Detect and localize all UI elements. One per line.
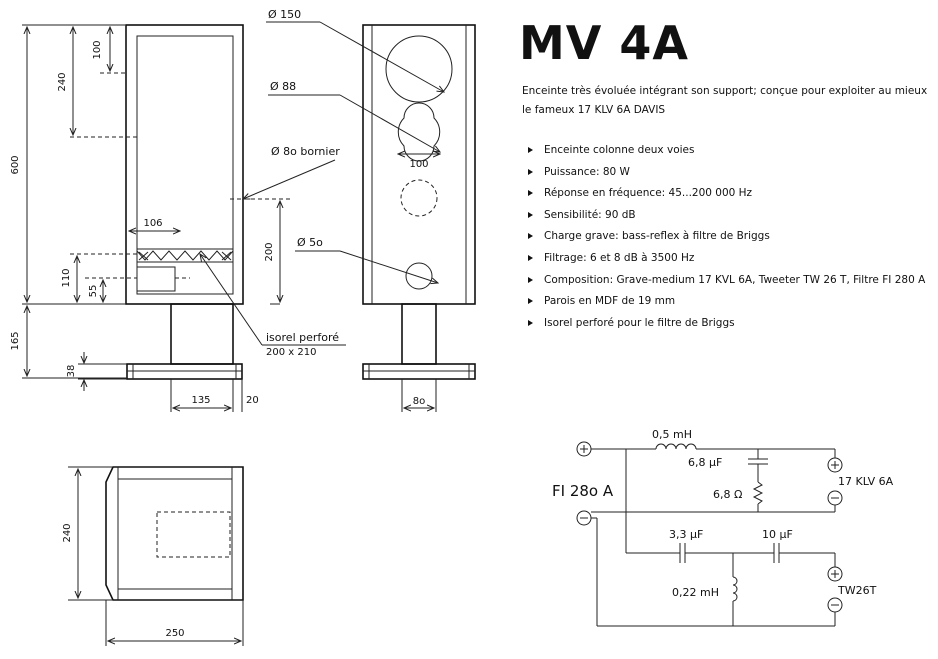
bullet-icon [528,276,533,283]
crossover-schematic: FI 28o A 0,5 mH 6,8 µF 6,8 Ω 17 KLV 6A [552,428,894,627]
top-outline [105,466,244,601]
bullet-icon [528,298,533,305]
dim-80: 8o [413,396,425,407]
dim-top-240: 240 [62,523,73,542]
feature-item: Filtrage: 6 et 8 dB à 3500 Hz [528,248,925,270]
tweeter-plus-terminal [827,566,843,582]
front-stand-column [401,303,437,365]
bullet-icon [528,211,533,218]
l1-label: 0,5 mH [652,428,692,441]
c3-label: 10 µF [762,528,793,541]
dim-38: 38 [66,365,77,378]
bass-port [136,266,176,292]
woofer-plus-terminal [827,457,843,473]
c2-label: 3,3 µF [669,528,703,541]
feature-item: Charge grave: bass-reflex à filtre de Br… [528,226,925,248]
c1-label: 6,8 µF [688,456,722,469]
filter-name: FI 28o A [552,482,614,500]
feature-item: Puissance: 80 W [528,162,925,184]
dim-110: 110 [61,268,72,287]
stand-column [170,303,234,365]
top-hidden-box [156,511,231,558]
bullet-icon [528,147,533,153]
dim-55: 55 [88,285,99,298]
r1-label: 6,8 Ω [713,488,742,501]
tweeter-label: TW26T [837,584,877,597]
product-title: MV 4A [519,16,689,70]
dim-100: 100 [92,40,103,59]
resistor-r1 [752,481,764,505]
isorel-size: 200 x 210 [266,347,316,358]
bullet-icon [528,233,533,240]
d50-label: Ø 5o [297,236,323,249]
d150-label: Ø 150 [268,8,301,21]
product-subtitle: Enceinte très évoluée intégrant son supp… [522,85,928,116]
bullet-icon [528,168,533,175]
woofer-label: 17 KLV 6A [838,475,894,488]
feature-list: Enceinte colonne deux voies Puissance: 8… [528,140,925,334]
dim-600: 600 [10,155,21,174]
isorel-label: isorel perforé [266,331,339,344]
feature-item: Composition: Grave-medium 17 KVL 6A, Twe… [528,270,925,292]
inductor-l2 [732,576,738,602]
bullet-icon [528,190,533,197]
feature-item: Sensibilité: 90 dB [528,205,925,227]
feature-item: Réponse en fréquence: 45...200 000 Hz [528,183,925,205]
dim-200: 200 [264,242,275,261]
feature-item: Enceinte colonne deux voies [528,140,925,162]
side-view: 100 240 600 165 110 55 106 [10,24,346,412]
dim-front-100: 100 [409,159,428,170]
top-view: 240 250 [62,466,244,646]
cabinet-inner [136,35,234,295]
dim-20: 20 [246,395,259,406]
feature-item: Parois en MDF de 19 mm [528,291,925,313]
dim-top-250: 250 [165,628,184,639]
bullet-icon [528,254,533,261]
bornier-label: Ø 8o bornier [271,145,340,158]
dim-106: 106 [143,218,162,229]
isorel-panel [136,248,234,263]
front-view: 8o 100 Ø 150 Ø 88 Ø 5o [266,8,476,412]
dim-165: 165 [10,331,21,350]
bullet-icon [528,319,533,326]
inductor-l1 [655,443,697,450]
dim-135: 135 [191,395,210,406]
l2-label: 0,22 mH [672,586,719,599]
d88-label: Ø 88 [270,80,296,93]
tweeter-hole [405,262,433,290]
hidden-hole [400,179,438,217]
woofer-hole [385,35,453,103]
dim-240: 240 [57,72,68,91]
feature-item: Isorel perforé pour le filtre de Briggs [528,313,925,335]
